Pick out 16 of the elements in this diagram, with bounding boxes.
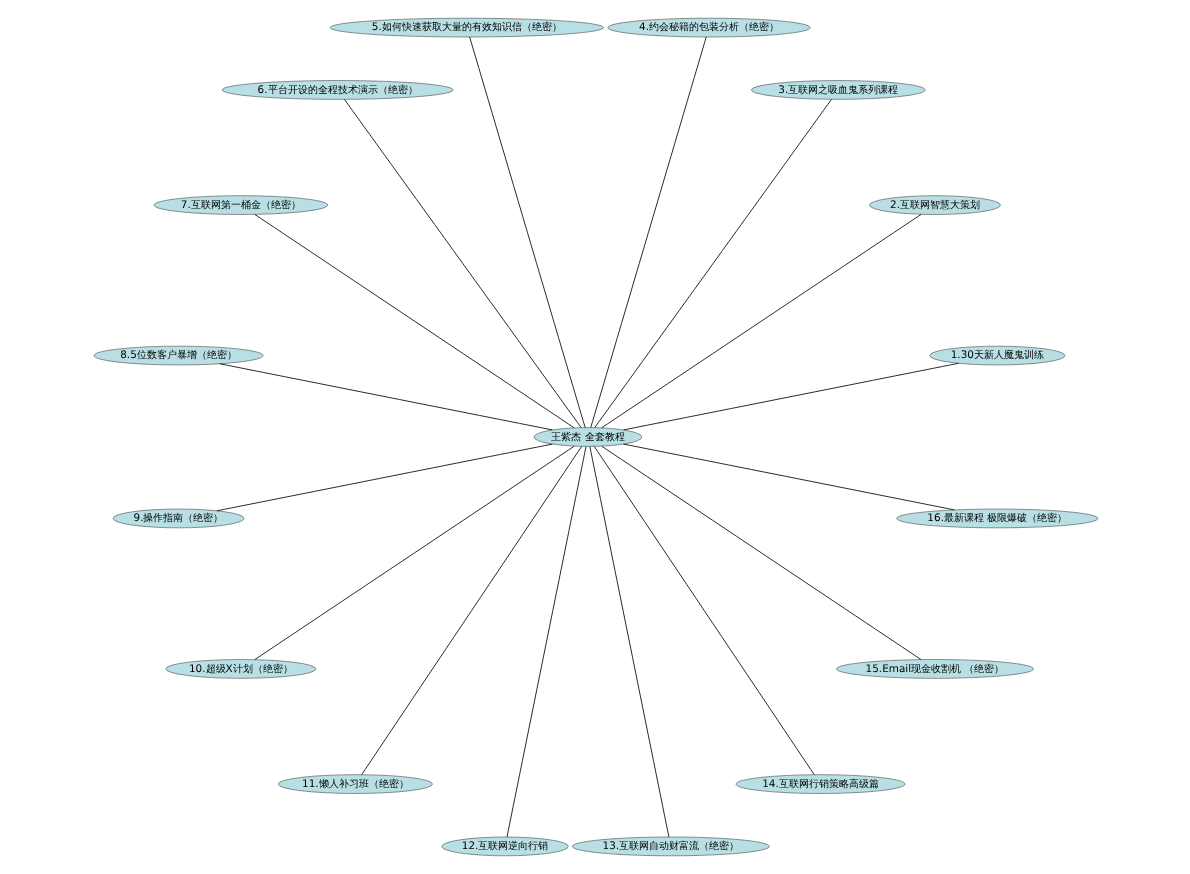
- connector: [253, 445, 574, 661]
- connector: [215, 443, 552, 512]
- connector: [588, 446, 669, 838]
- connector: [589, 36, 706, 428]
- connector: [622, 443, 954, 511]
- connector: [468, 36, 585, 428]
- connector: [600, 213, 921, 429]
- connector: [360, 446, 581, 776]
- connector: [622, 362, 958, 431]
- connector: [600, 445, 921, 660]
- connector: [593, 98, 831, 428]
- connector: [253, 214, 574, 429]
- connector: [592, 446, 814, 776]
- connector: [218, 363, 552, 431]
- connector: [343, 98, 581, 428]
- connector: [505, 446, 586, 838]
